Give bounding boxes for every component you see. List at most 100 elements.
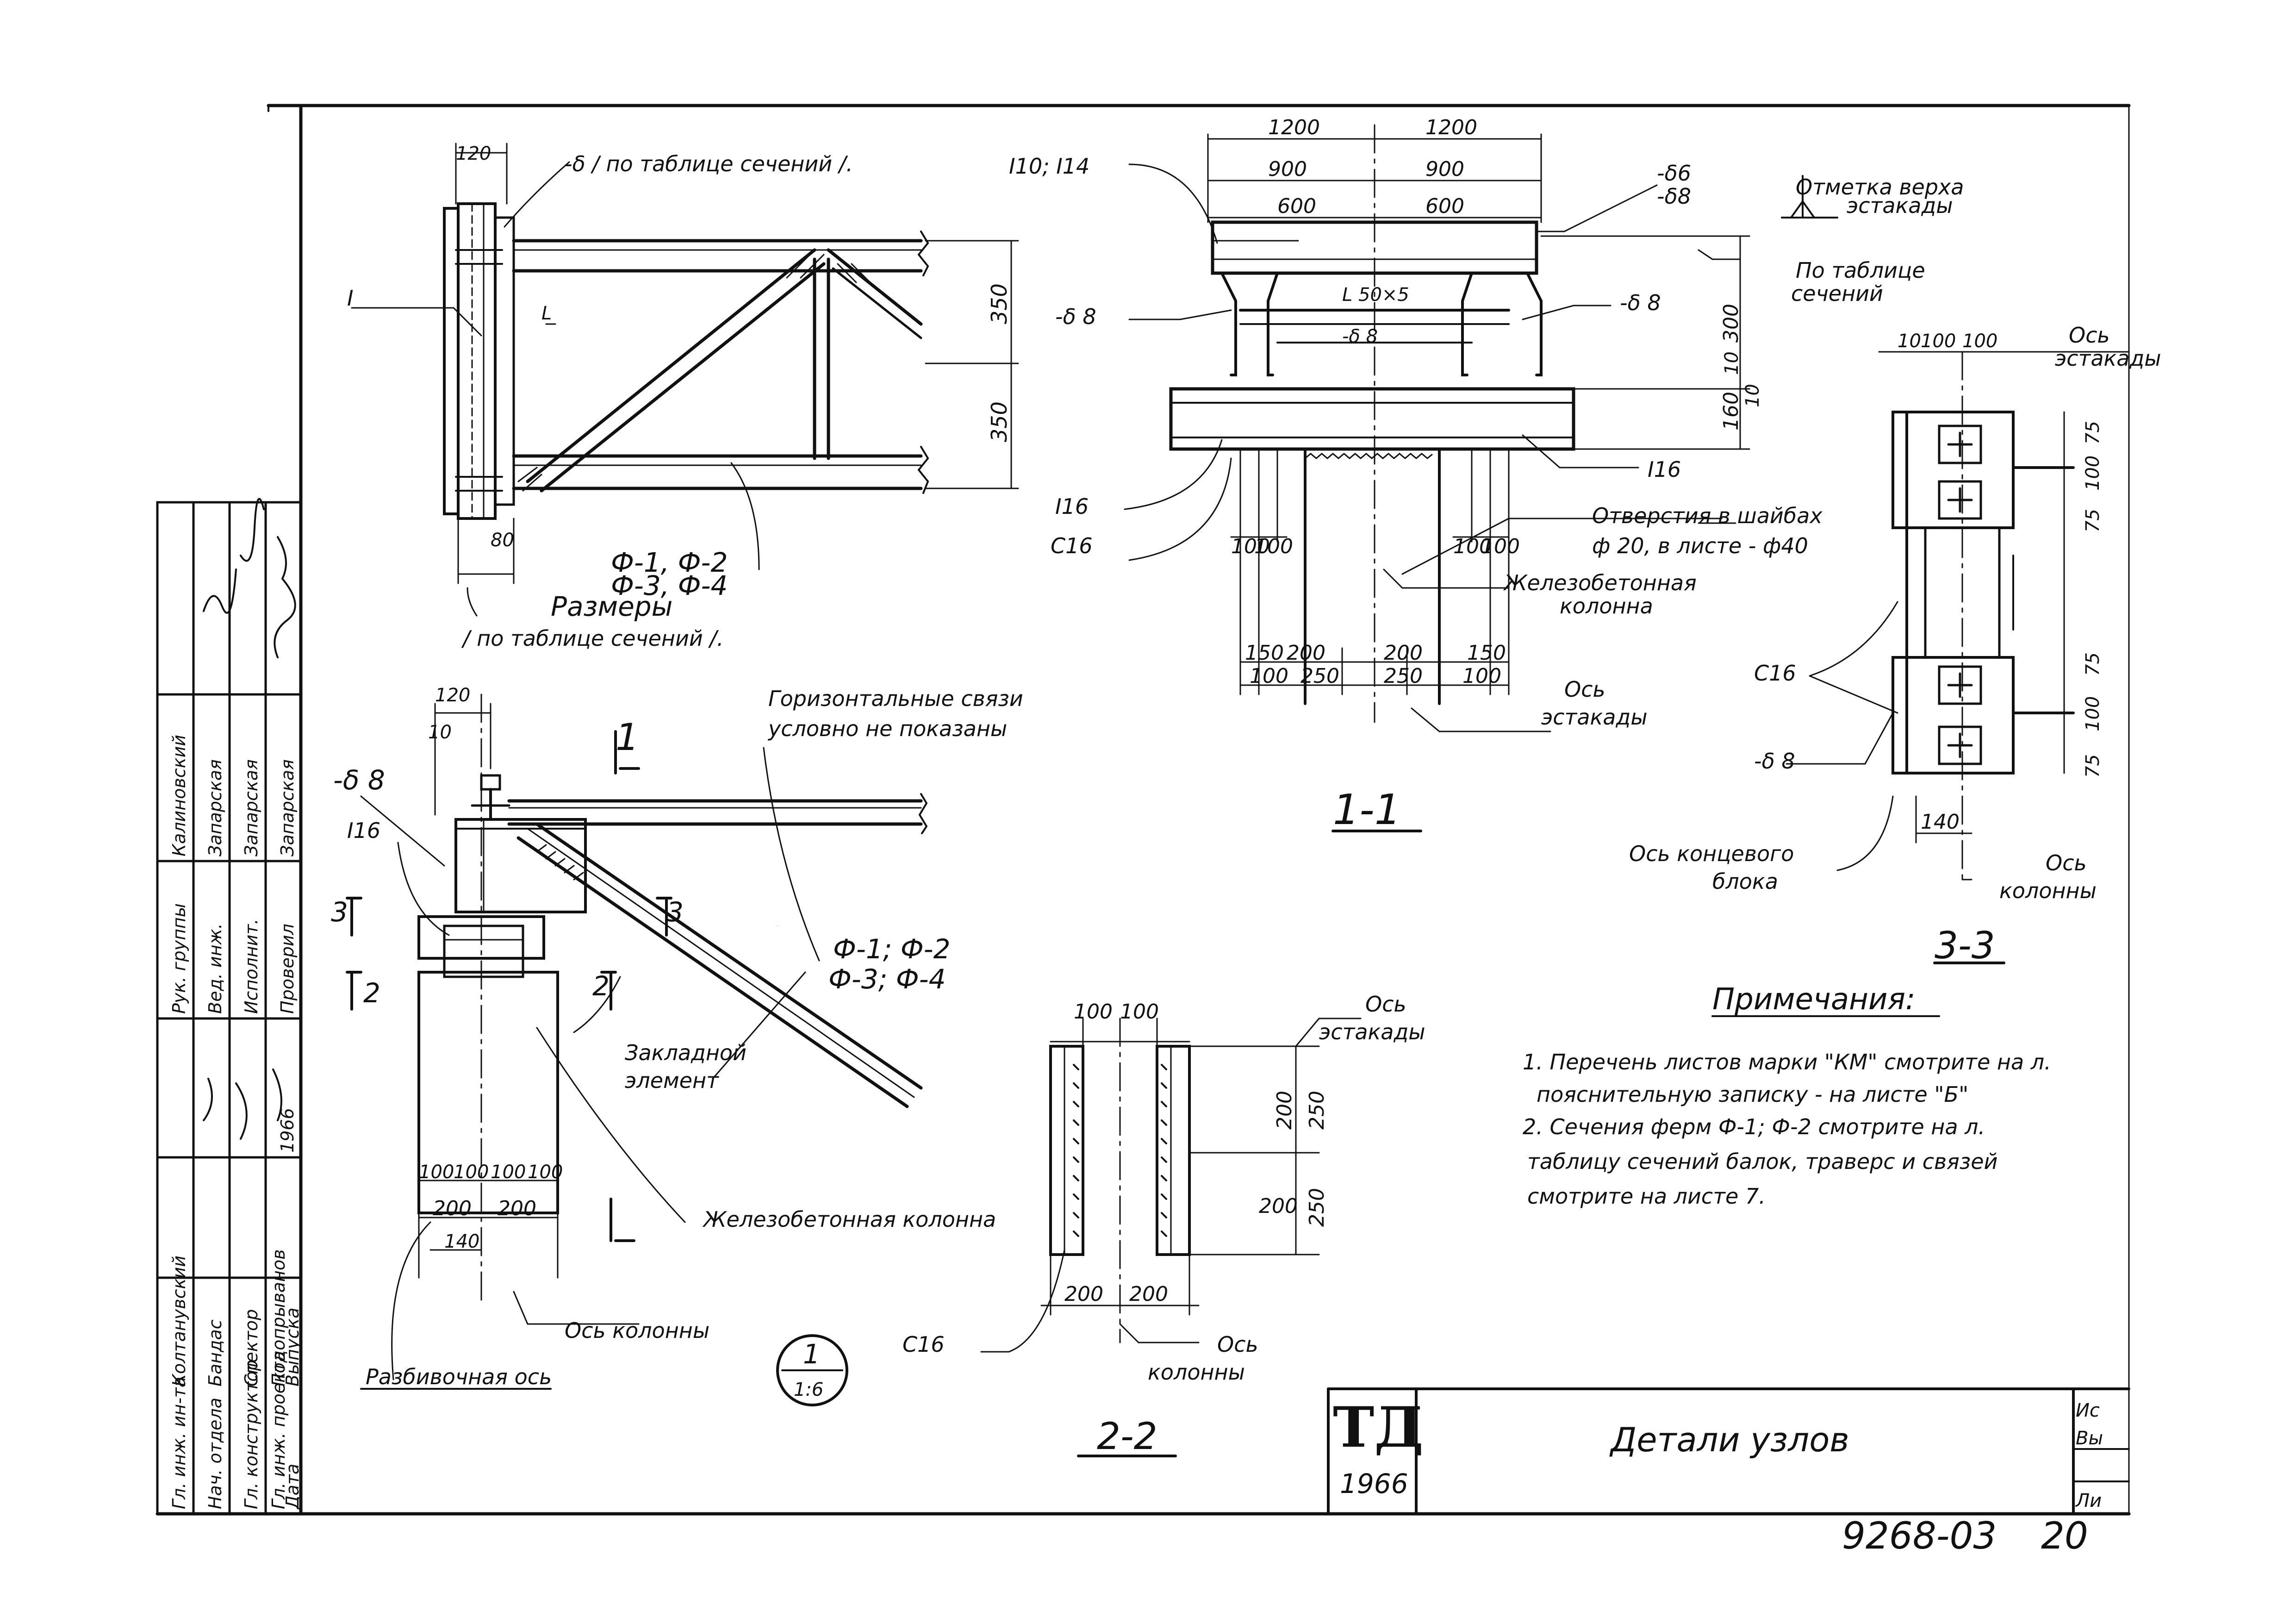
- s11-low2: 600: [1425, 194, 1464, 218]
- s33-r1: 75: [2082, 421, 2103, 444]
- notes-line-4: таблицу сечений балок, траверс и связей: [1527, 1149, 1997, 1174]
- section-3-3-title: 3-3: [1935, 924, 1995, 967]
- s11-left-plate: -δ 8: [1055, 304, 1096, 329]
- stamp-approval-name-4: Подопрыванов: [268, 1249, 289, 1387]
- bl-horiz-1: Горизонтальные связи: [768, 686, 1023, 711]
- bl-d140: 140: [444, 1231, 479, 1252]
- stamp-approval-name-2: Бандас: [205, 1319, 225, 1387]
- stamp-signatures: [203, 498, 296, 1140]
- s22-b1: 200: [1064, 1282, 1103, 1306]
- s33-r3: 75: [2082, 509, 2103, 532]
- stamp-approval-role-2: Нач. отдела: [205, 1398, 225, 1509]
- title-block: [1327, 1387, 2130, 1515]
- stamp-approval-name-5: Выпуска: [282, 1307, 303, 1387]
- bl-a1: 100: [419, 1162, 454, 1183]
- s22-t1: 100: [1074, 1000, 1113, 1024]
- s22-r4: 250: [1305, 1188, 1329, 1227]
- sheet-code: 9268-03: [1842, 1514, 1997, 1557]
- bl-trusses-1: Ф-1; Ф-2: [833, 933, 951, 965]
- s11-v160: 160: [1719, 392, 1743, 431]
- s11-beam-label: I10; I14: [1009, 154, 1089, 179]
- s11-mid2: 900: [1425, 157, 1464, 181]
- stamp-year: 1966: [277, 1108, 298, 1153]
- s11-low1: 600: [1277, 194, 1316, 218]
- tl-dim-350a: 350: [987, 283, 1012, 324]
- s11-s2: 100: [1254, 535, 1293, 558]
- tl-angle-mark: L: [541, 303, 552, 324]
- view-top-left: [351, 143, 1019, 926]
- title-cell-3: Ли: [2075, 1490, 2102, 1512]
- s22-r3: 250: [1305, 1091, 1329, 1130]
- s33-r5: 100: [2082, 696, 2103, 731]
- s11-mid-plate: -δ 8: [1342, 326, 1378, 347]
- s11-c2: 250: [1300, 664, 1339, 688]
- notes-heading: Примечания:: [1712, 982, 1916, 1017]
- tl-dim-80: 80: [491, 530, 514, 551]
- bl-dim-120: 120: [435, 685, 470, 706]
- s11-b2: 200: [1287, 641, 1325, 665]
- s11-tab-label-2: сечений: [1791, 281, 1883, 306]
- stamp-role-3: Исполнит.: [241, 919, 261, 1014]
- s22-col-2: колонны: [1148, 1360, 1245, 1385]
- s11-column-2: колонна: [1560, 593, 1653, 618]
- sheet-page: 20: [2041, 1514, 2088, 1557]
- s11-top-label-1: Отметка верха: [1796, 175, 1964, 200]
- bl-b2: 200: [498, 1197, 536, 1220]
- s11-tab-label-1: По таблице: [1796, 258, 1925, 283]
- s33-axis-2: эстакады: [2055, 346, 2161, 371]
- s11-s1: 100: [1231, 535, 1270, 558]
- stamp-approval-name-1: Колтанувский: [169, 1255, 189, 1387]
- s33-end-1: Ось концевого: [1629, 841, 1794, 866]
- section-2-2-texts: 100 100 Ось эстакады 200 250 200 250 200…: [902, 992, 1425, 1458]
- tl-sizes-2: / по таблице сечений /.: [461, 626, 724, 651]
- s11-plate6: -δ6: [1657, 161, 1691, 186]
- s11-v10: 10: [1721, 351, 1742, 375]
- bl-cut-top: 1: [616, 716, 639, 759]
- bl-cut3-left: 3: [331, 896, 348, 928]
- section-2-2-title: 2-2: [1097, 1415, 1157, 1458]
- bl-trusses-2: Ф-3; Ф-4: [828, 963, 946, 995]
- view-top-left-texts: 120 -δ / по таблице сечений /. I L 350 3…: [347, 143, 1012, 651]
- bl-b1: 200: [433, 1197, 472, 1220]
- s33-plate: -δ 8: [1754, 749, 1795, 774]
- s11-right-plate: -δ 8: [1620, 290, 1661, 315]
- bl-embed-2: элемент: [625, 1068, 719, 1093]
- bl-plate: -δ 8: [333, 764, 385, 796]
- s22-col-1: Ось: [1217, 1332, 1258, 1357]
- bl-scale-den: 1:6: [794, 1379, 823, 1400]
- s11-v300: 300: [1719, 304, 1743, 343]
- s11-c4: 100: [1462, 664, 1501, 688]
- bl-cut3-right: 3: [666, 896, 684, 928]
- s11-holes-1: Отверстия в шайбах: [1592, 503, 1823, 528]
- section-1-1: [1124, 124, 1838, 832]
- s11-i16-left: I16: [1055, 494, 1089, 519]
- stamp-role-1: Рук. группы: [169, 903, 189, 1014]
- section-2-2: [980, 1018, 1362, 1457]
- section-3-3-texts: 10 100 100 Ось эстакады 75 100 75 75 100…: [1629, 323, 2161, 967]
- stamp-name-2: Запарская: [205, 759, 225, 856]
- s11-s3: 100: [1453, 535, 1492, 558]
- s33-d140: 140: [1921, 810, 1960, 834]
- stamp-table: [156, 501, 302, 1515]
- s22-r2: 200: [1259, 1194, 1298, 1218]
- view-bottom-left-texts: 120 10 1 Горизонтальные связи условно не…: [331, 685, 1023, 1400]
- notes-line-3: 2. Сечения ферм Ф-1; Ф-2 смотрите на л.: [1523, 1114, 1985, 1139]
- s11-c3: 250: [1384, 664, 1423, 688]
- bl-a4: 100: [528, 1162, 563, 1183]
- s11-column-1: Железобетонная: [1503, 570, 1697, 595]
- s11-s4: 100: [1481, 535, 1520, 558]
- bl-a2: 100: [454, 1162, 489, 1183]
- title-block-texts: ТД 1966 Детали узлов Ис Вы Ли 9268-03 20: [1333, 1395, 2103, 1557]
- bl-a3: 100: [491, 1162, 526, 1183]
- tl-dim-350b: 350: [987, 401, 1012, 442]
- s11-v10b: 10: [1742, 384, 1763, 407]
- bl-cut2-right: 2: [592, 970, 610, 1002]
- s11-b3: 200: [1384, 641, 1423, 665]
- s11-b4: 150: [1467, 641, 1506, 665]
- s22-axis-2: эстакады: [1319, 1019, 1425, 1044]
- tl-trusses-1: Ф-1, Ф-2: [611, 547, 728, 578]
- stamp-role-2: Вед. инж.: [205, 923, 225, 1014]
- s11-i16-right: I16: [1648, 457, 1681, 482]
- s33-axis-1: Ось: [2069, 323, 2110, 348]
